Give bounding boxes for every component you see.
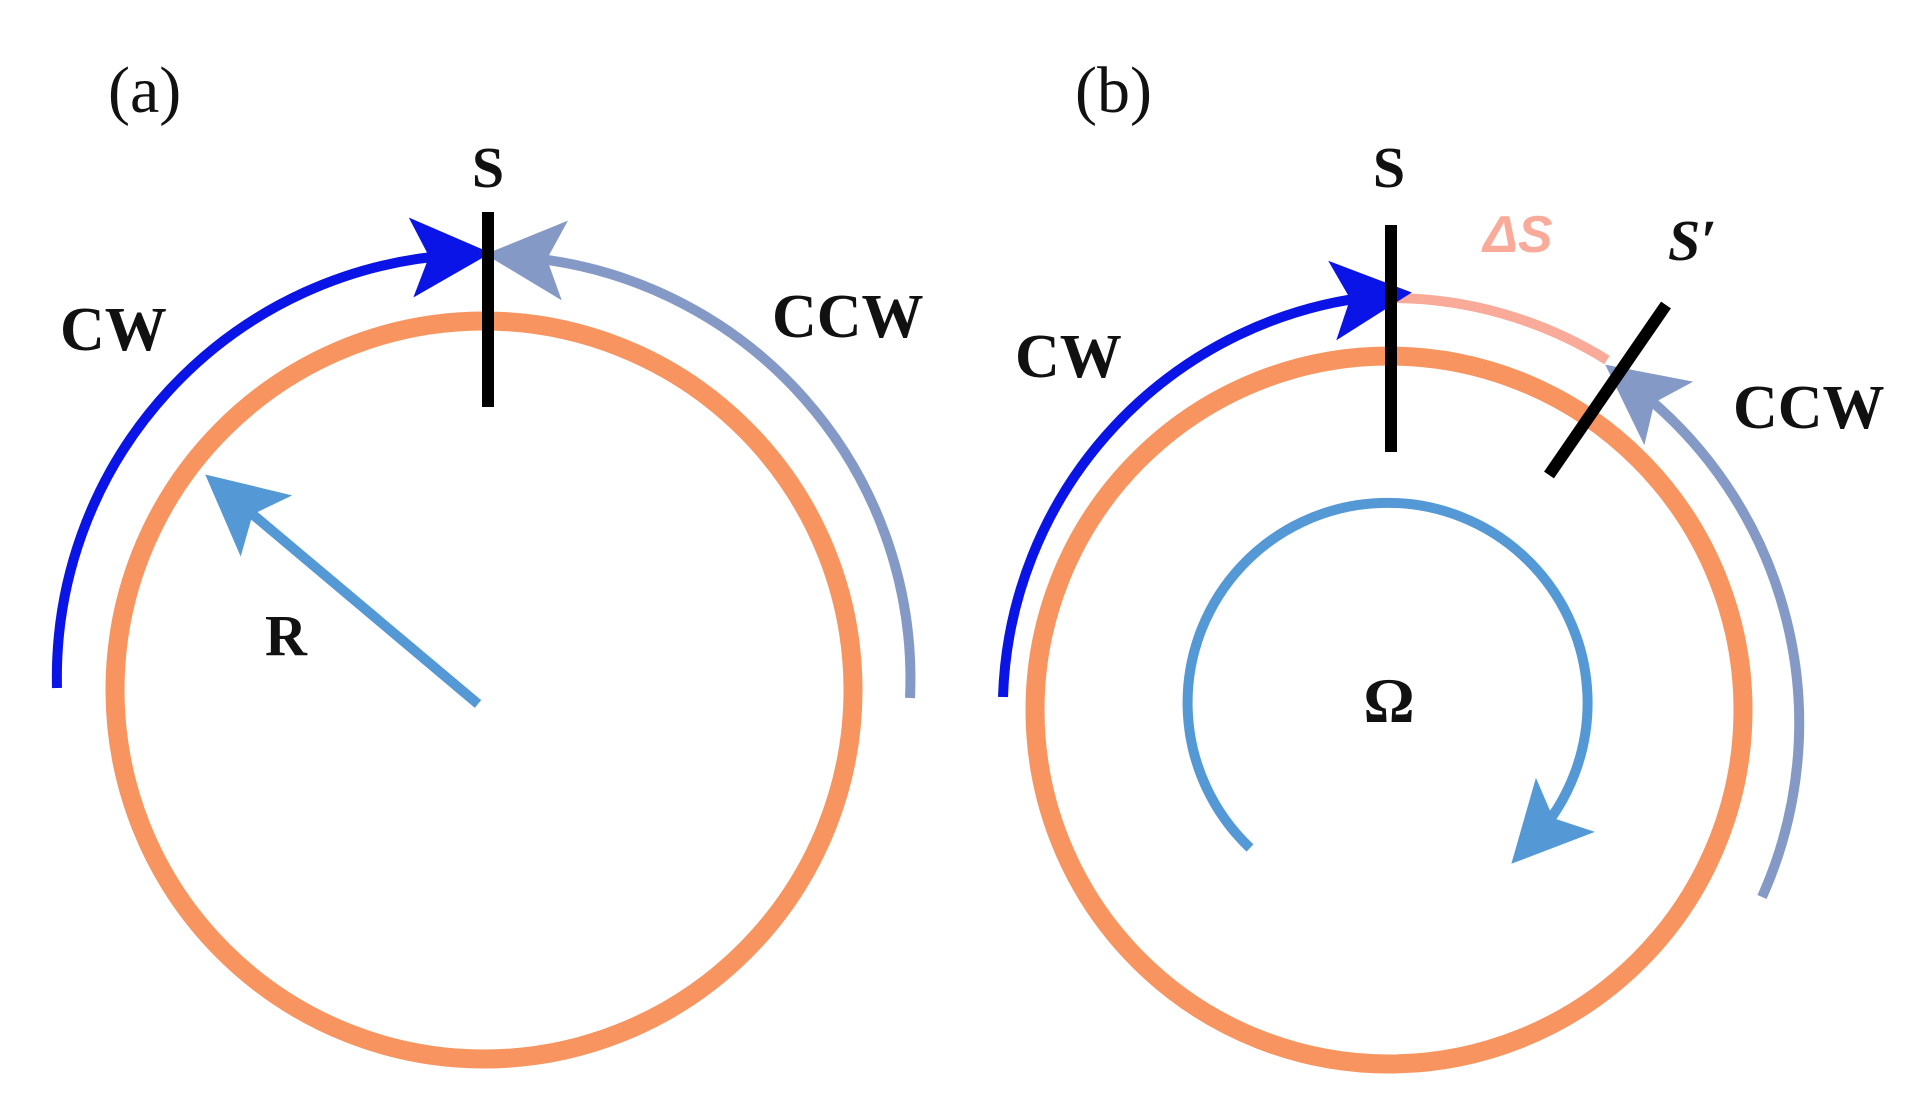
panel-a-ring (105, 311, 863, 1069)
panel-a-ccw-arrow (485, 220, 916, 699)
panel-b-ccw-label: CCW (1733, 374, 1885, 442)
panel-b-cw-arrow (998, 260, 1412, 698)
panel-b-delta-label: ΔS (1481, 206, 1553, 264)
panel-b-s-label: S (1373, 135, 1405, 200)
panel-a-cw-arrow (51, 217, 491, 689)
panel-b-rotation-arrow (1182, 497, 1595, 864)
panel-b-s-prime-label: S′ (1668, 208, 1717, 273)
panel-a: (a) S CW CCW R (51, 54, 924, 1069)
panel-a-ccw-label: CCW (772, 283, 924, 351)
panel-a-s-label: S (472, 135, 504, 200)
panel-b-delta-arc (1390, 293, 1610, 365)
panel-b: (b) S ΔS S′ CW CCW Ω (998, 54, 1885, 1074)
panel-b-ccw-arrow (1605, 364, 1805, 900)
panel-b-omega-label: Ω (1363, 665, 1414, 736)
panel-b-label: (b) (1075, 54, 1152, 127)
panel-b-marker-s-prime (1544, 301, 1671, 479)
panel-b-cw-label: CW (1015, 323, 1122, 391)
panel-a-radius-label: R (265, 603, 308, 668)
panel-a-cw-label: CW (60, 296, 167, 364)
panel-a-radius-arrow (205, 474, 482, 708)
panel-a-label: (a) (108, 54, 181, 127)
